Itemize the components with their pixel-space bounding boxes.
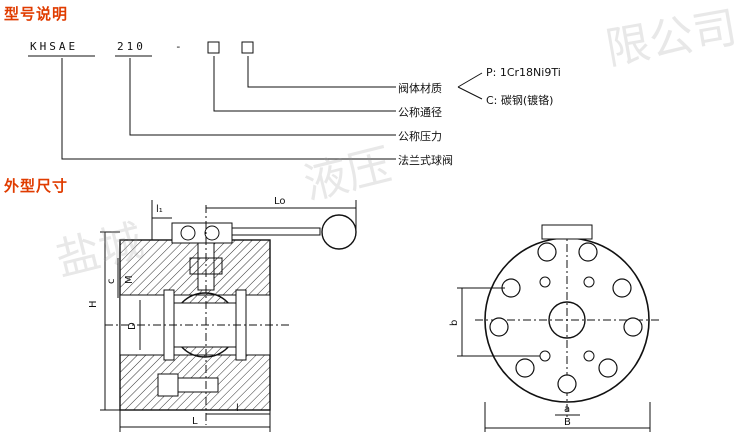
valve-front-view xyxy=(475,224,660,420)
flange-ball-valve-label: 法兰式球阀 xyxy=(398,154,453,167)
nominal-pressure-label: 公称压力 xyxy=(398,130,442,143)
section-dimension-lines xyxy=(100,200,357,432)
body-material-label: 阀体材质 xyxy=(398,82,442,95)
dim-l-small: l xyxy=(236,403,239,414)
size-code-box xyxy=(207,41,220,54)
dim-h: H xyxy=(88,300,99,308)
model-description-title: 型号说明 xyxy=(4,5,69,23)
material-option-p: P: 1Cr18Ni9Ti xyxy=(486,66,561,79)
dim-lo: Lo xyxy=(274,196,286,207)
dim-l-big: L xyxy=(192,416,198,427)
model-code-graphics xyxy=(28,41,483,160)
dim-d: D xyxy=(127,322,138,330)
dim-m: M xyxy=(124,275,135,284)
material-option-c: C: 碳钢(镀铬) xyxy=(486,94,554,107)
model-prefix: KHSAE xyxy=(30,40,79,53)
valve-section-view xyxy=(105,205,357,425)
dim-c: c xyxy=(106,279,117,285)
model-dash: - xyxy=(175,40,185,53)
front-dimension-lines xyxy=(457,287,651,432)
dim-l1: l₁ xyxy=(156,204,163,215)
nominal-size-label: 公称通径 xyxy=(398,106,442,119)
dimensions-title: 外型尺寸 xyxy=(4,177,69,195)
dim-b-big: B xyxy=(564,417,571,428)
model-pressure: 210 xyxy=(117,40,146,53)
dim-a: a xyxy=(564,404,570,415)
material-code-box xyxy=(241,41,254,54)
dim-b: b xyxy=(449,320,460,326)
